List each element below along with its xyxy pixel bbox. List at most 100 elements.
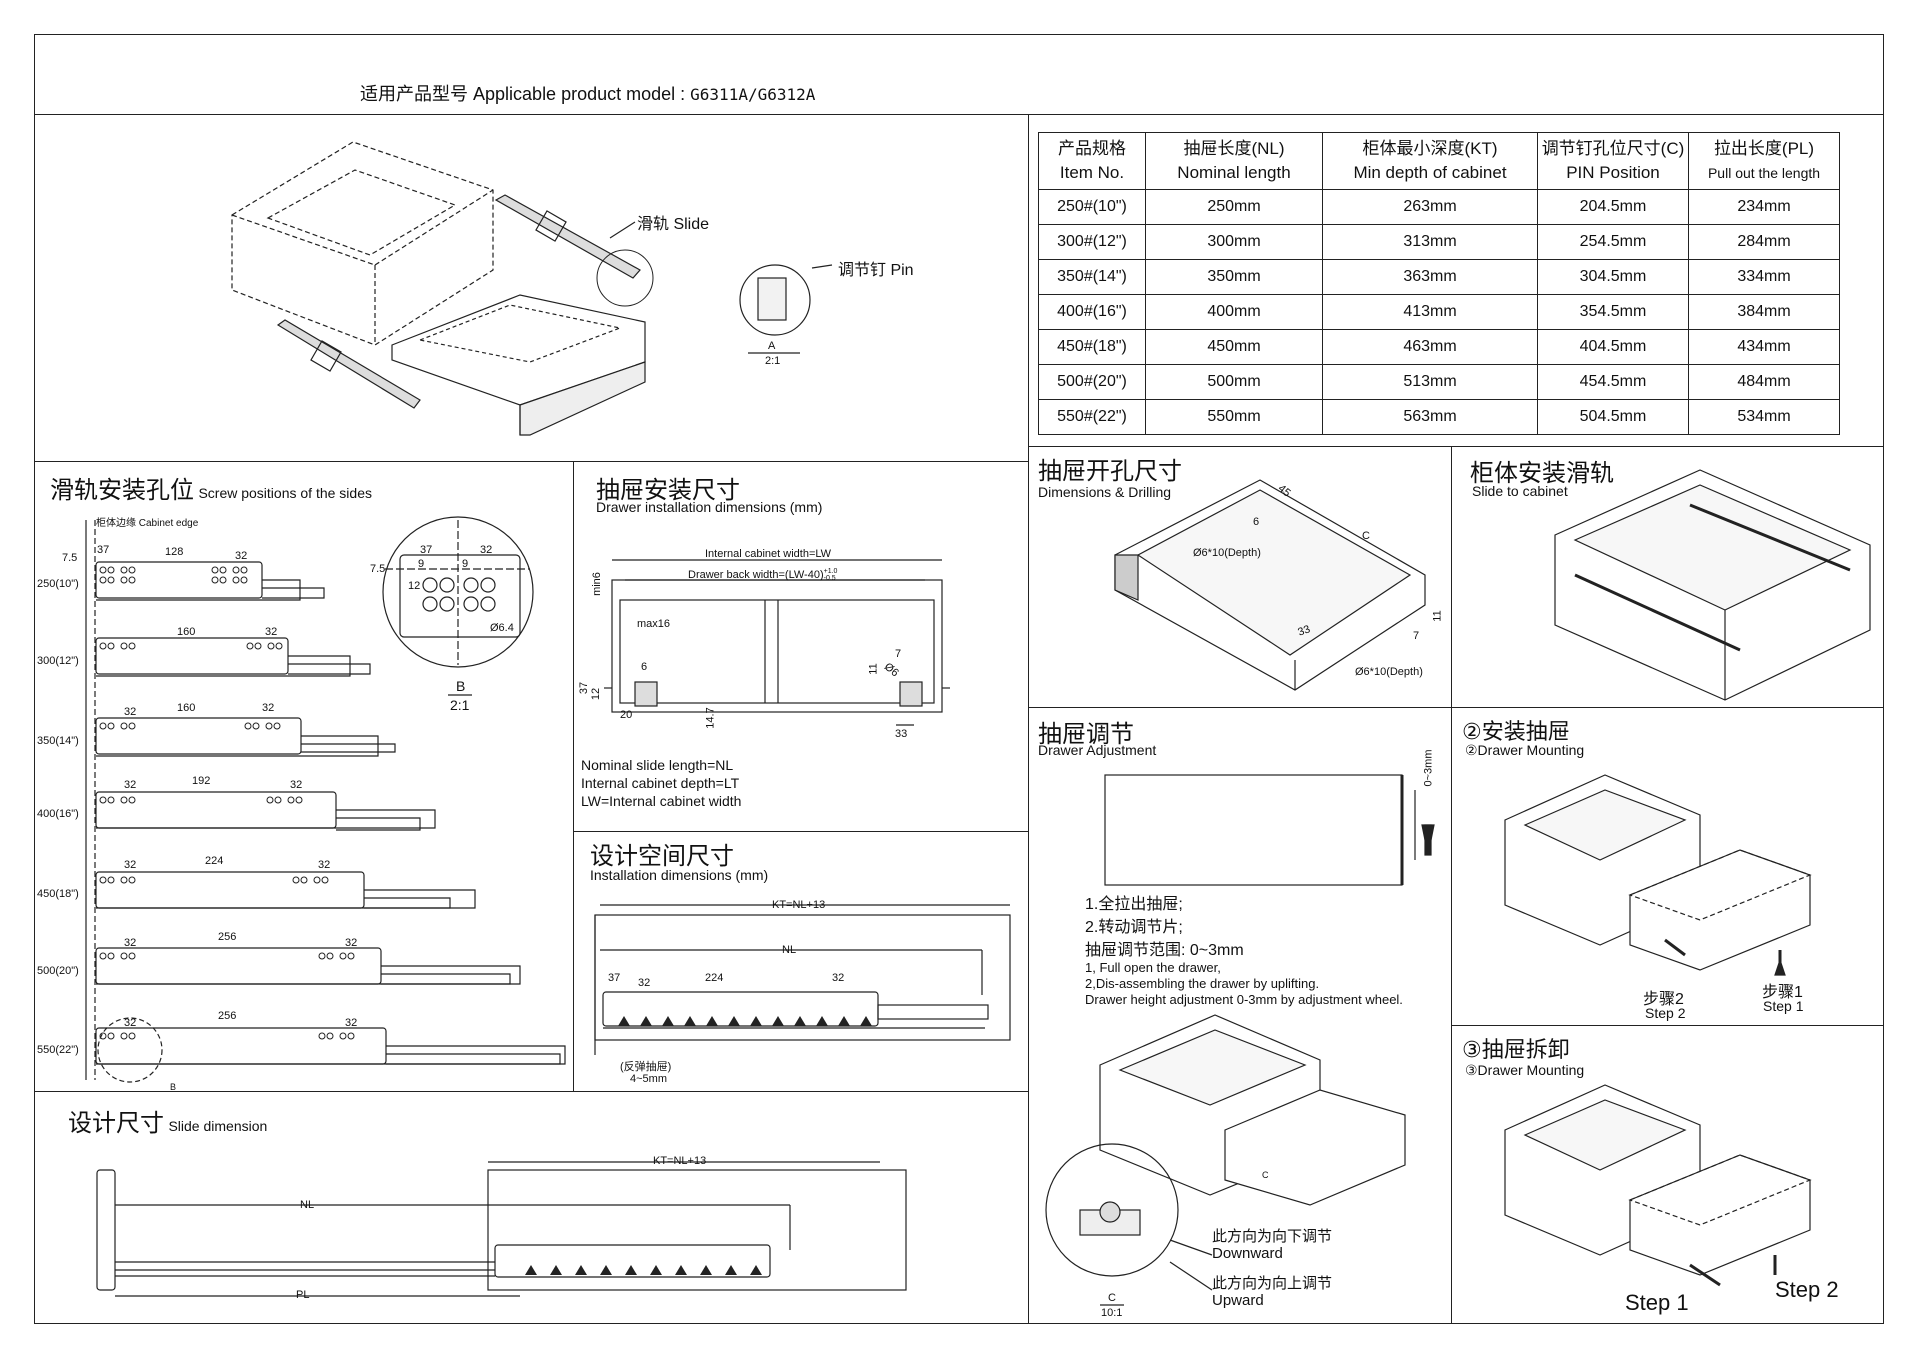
- dim: 11: [867, 663, 880, 675]
- dim: 33: [895, 728, 908, 740]
- dim: 32: [318, 859, 331, 871]
- dim: 160: [177, 626, 196, 638]
- note-1: Nominal slide length=NL: [581, 757, 734, 773]
- drawer-install-title-en: Drawer installation dimensions (mm): [596, 499, 823, 515]
- screw-holes: [99, 566, 355, 1040]
- cabinet-edge-label: 柜体边缘 Cabinet edge: [96, 518, 199, 529]
- row-label-500: 500(20"): [37, 965, 79, 977]
- design-space-title-cn: 设计空间尺寸: [590, 843, 734, 870]
- dim: 32: [832, 972, 845, 984]
- dim: 32: [124, 706, 137, 718]
- detail-b-dim: 9: [418, 558, 425, 570]
- step2-en: Step 2: [1645, 1005, 1686, 1021]
- header-pull-out: 拉出长度(PL)Pull out the length: [1688, 132, 1840, 190]
- upward-en: Upward: [1212, 1292, 1264, 1309]
- dim: 32: [235, 550, 248, 562]
- dim: 37: [578, 681, 591, 695]
- dim: 7: [895, 648, 902, 660]
- slide-dim-title: 设计尺寸 Slide dimension: [68, 1110, 268, 1137]
- drawer-install-title-cn: 抽屉安装尺寸: [596, 477, 740, 504]
- design-space-kt: KT=NL+13: [772, 899, 826, 911]
- adjust-title-en: Drawer Adjustment: [1038, 742, 1157, 758]
- detail-b-dim: 9: [462, 558, 469, 570]
- slide-dimension-teeth: [525, 1265, 762, 1275]
- adjust-step-cn-1: 1.全拉出抽屉;: [1085, 896, 1183, 913]
- adjust-step-cn-3: 抽屉调节范围: 0~3mm: [1085, 942, 1244, 959]
- dim: 32: [262, 702, 275, 714]
- overview-slide-bottom: [276, 319, 421, 409]
- upward-cn: 此方向为向上调节: [1212, 1275, 1333, 1292]
- main-vertical-divider: [1028, 114, 1029, 1324]
- detail-a-scale: 2:1: [765, 355, 781, 367]
- remove-step2: Step 2: [1775, 1277, 1839, 1302]
- lw-label: Internal cabinet width=LW: [705, 548, 832, 560]
- b-marker: B: [170, 1082, 177, 1092]
- note-2: Internal cabinet depth=LT: [581, 775, 740, 791]
- dim: 32: [124, 1017, 137, 1029]
- slide-cabinet-title-cn: 柜体安装滑轨: [1470, 460, 1614, 487]
- slide-dim-pl: PL: [296, 1289, 310, 1301]
- adjust-step-en-3: Drawer height adjustment 0-3mm by adjust…: [1085, 992, 1403, 1007]
- detail-b-circle: [382, 516, 534, 696]
- screw-title: 滑轨安装孔位 Screw positions of the sides: [50, 477, 372, 504]
- header-models: G6311A/G6312A: [690, 85, 816, 104]
- dim: 256: [218, 1010, 237, 1022]
- dim: 37: [97, 544, 110, 556]
- dim: 7: [1413, 630, 1420, 642]
- drawing-sheet: [34, 34, 1884, 1324]
- right-divider-1: [1028, 446, 1884, 447]
- dim-7-5: 7.5: [62, 552, 78, 564]
- right-divider-2: [1028, 707, 1884, 708]
- dim: 32: [290, 779, 303, 791]
- rebound-label: (反弹抽屉): [620, 1061, 672, 1073]
- header-divider: [34, 114, 1884, 115]
- step2-cn: 步骤2: [1643, 991, 1684, 1008]
- detail-b-dim: 7.5: [370, 563, 386, 575]
- remove-title-en: ③Drawer Mounting: [1465, 1062, 1585, 1078]
- dim: 32: [124, 859, 137, 871]
- drilling-drawing: [1114, 479, 1426, 691]
- mount-title-cn: ②安装抽屉: [1462, 719, 1570, 744]
- right-vertical-divider: [1451, 446, 1452, 1324]
- detail-c-scale: 10:1: [1101, 1307, 1123, 1319]
- dim: C: [1362, 530, 1370, 542]
- c-marker: C: [1262, 1170, 1269, 1180]
- rebound-dim: 4~5mm: [630, 1073, 667, 1085]
- header-pin-position: 调节钉孔位尺寸(C)PIN Position: [1537, 132, 1689, 190]
- detail-b-label: B: [456, 678, 466, 694]
- min6-label: min6: [590, 572, 603, 596]
- dim: 32: [345, 937, 358, 949]
- design-space-drawing: [594, 904, 1011, 1055]
- header-title-en: Applicable product model :: [473, 84, 686, 104]
- overview-slide-top: [494, 194, 654, 307]
- adjust-range: 0~3mm: [1422, 749, 1435, 787]
- detail-a-circle: [739, 264, 833, 336]
- row-label-250: 250(10"): [37, 578, 79, 590]
- dim: 32: [638, 977, 651, 989]
- hole-label-1: Ø6*10(Depth): [1193, 547, 1261, 559]
- design-space-title-en: Installation dimensions (mm): [590, 867, 769, 883]
- slide-to-cabinet-drawing: [1554, 469, 1871, 701]
- dim: 160: [177, 702, 196, 714]
- row-label-550: 550(22"): [37, 1044, 79, 1056]
- screw-slides: [95, 561, 566, 1083]
- hole-label-2: Ø6*10(Depth): [1355, 666, 1423, 678]
- overview-cabinet-illustration: [231, 141, 494, 346]
- dim: 224: [705, 972, 724, 984]
- dim: 32: [124, 779, 137, 791]
- downward-cn: 此方向为向下调节: [1212, 1228, 1333, 1245]
- detail-b-dim: Ø6.4: [490, 622, 514, 634]
- dim: 32: [124, 937, 137, 949]
- design-space-nl: NL: [782, 944, 797, 956]
- left-vertical-divider: [573, 461, 574, 1091]
- drilling-title-cn: 抽屉开孔尺寸: [1038, 458, 1182, 485]
- design-space-teeth: [618, 1016, 872, 1026]
- removal-drawing: [1504, 1084, 1812, 1287]
- dim: 32: [265, 626, 278, 638]
